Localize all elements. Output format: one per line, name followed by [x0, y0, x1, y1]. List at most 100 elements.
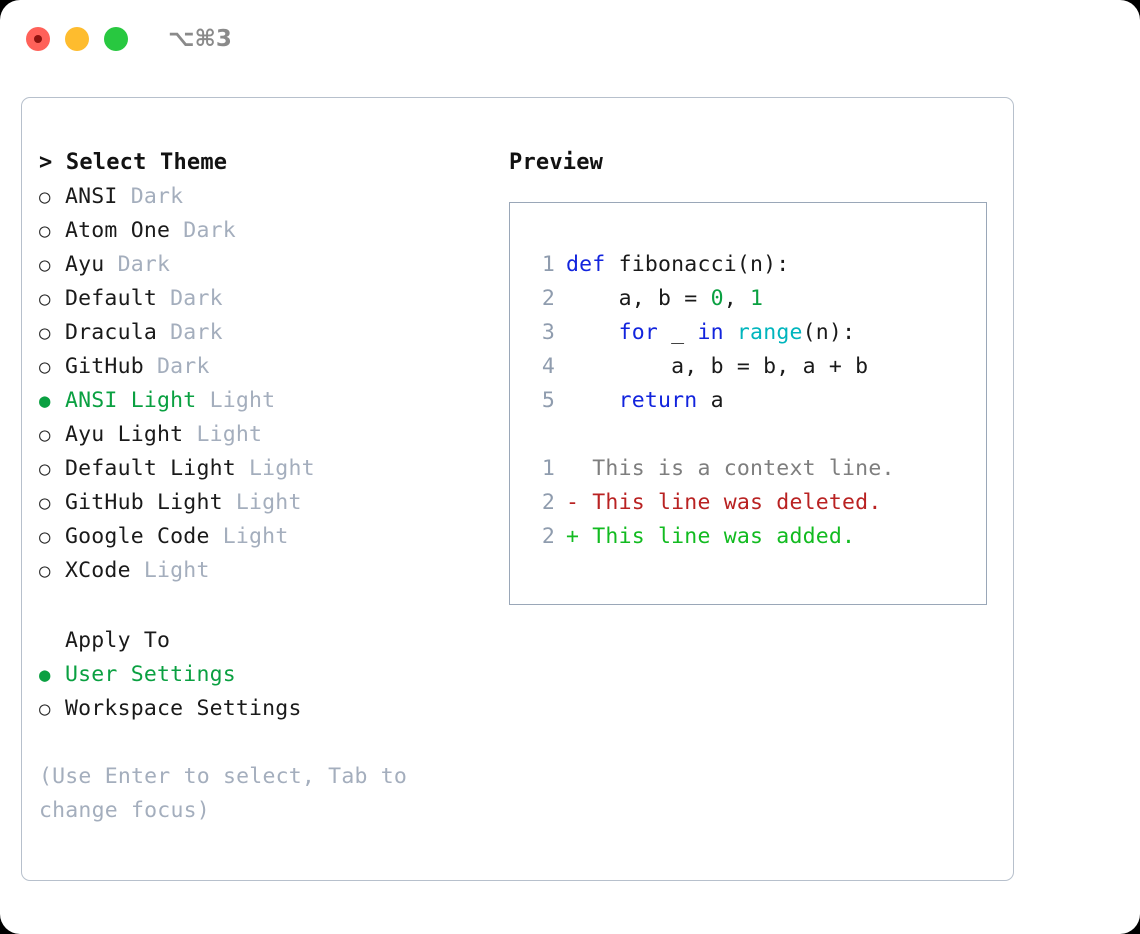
select-theme-heading: > Select Theme	[39, 150, 228, 175]
code-token: 0	[710, 286, 724, 311]
radio-unselected-icon: ○	[39, 526, 51, 548]
code-token: a, b =	[566, 286, 711, 311]
theme-option-7[interactable]: ○Ayu Light Light	[39, 418, 492, 452]
diff-sample: 1 This is a context line. 2 - This line wa…	[529, 452, 986, 554]
radio-unselected-icon: ○	[39, 186, 51, 208]
line-number: 2	[541, 286, 555, 311]
theme-option-11[interactable]: ○ XCode Light	[39, 554, 492, 588]
code-text: a, b = 0, 1	[566, 282, 763, 316]
apply-to-option-0[interactable]: ●User Settings	[39, 658, 492, 692]
code-token: fibonacci(n):	[618, 252, 790, 277]
code-line-2: 3 for _ in range(n):	[529, 316, 986, 350]
theme-option-3[interactable]: ○Default Dark	[39, 282, 492, 316]
line-number: 5	[541, 388, 555, 413]
code-line-1: 2 a, b = 0, 1	[529, 282, 986, 316]
theme-option-9[interactable]: ○ GitHub Light Light	[39, 486, 492, 520]
theme-option-label: GitHub	[65, 354, 144, 379]
keyboard-hint-text: (Use Enter to select, Tab to change focu…	[39, 764, 408, 823]
code-text: return a	[566, 384, 724, 418]
theme-option-label: ANSI	[65, 184, 118, 209]
line-number: 4	[541, 354, 555, 379]
theme-option-variant: Light	[209, 524, 289, 549]
diff-line-1: 2 - This line was deleted.	[529, 486, 986, 520]
preview-heading: Preview	[509, 150, 604, 175]
radio-unselected-icon: ○	[39, 356, 51, 378]
code-token	[724, 320, 737, 345]
code-token: a, b = b, a + b	[566, 354, 869, 379]
theme-option-6[interactable]: ● ANSI Light Light	[39, 384, 492, 418]
code-token: range	[736, 320, 803, 345]
theme-option-4[interactable]: ○ Dracula Dark	[39, 316, 492, 350]
theme-option-2[interactable]: ○Ayu Dark	[39, 248, 492, 282]
close-icon	[34, 35, 42, 43]
theme-option-label: Default Light	[65, 456, 236, 481]
line-number: 3	[541, 320, 555, 345]
theme-option-variant: Light	[235, 456, 315, 481]
theme-option-label: XCode	[65, 558, 131, 583]
radio-unselected-icon: ○	[39, 458, 51, 480]
code-token: in	[697, 320, 724, 345]
theme-selector-pane: > Select Theme ○ANSI Dark○Atom One Dark○…	[22, 98, 492, 880]
theme-option-variant: Dark	[157, 320, 223, 345]
theme-option-variant: Light	[130, 558, 210, 583]
theme-option-1[interactable]: ○ Atom One Dark	[39, 214, 492, 248]
diff-text-added: + This line was added.	[566, 524, 856, 549]
code-token	[566, 320, 619, 345]
code-token: return	[618, 388, 698, 413]
theme-option-label: Dracula	[65, 320, 158, 345]
theme-option-label: Ayu	[65, 252, 105, 277]
minimize-button[interactable]	[65, 27, 89, 51]
apply-to-option-list[interactable]: ●User Settings○Workspace Settings	[39, 658, 492, 726]
radio-selected-icon: ●	[39, 390, 51, 412]
theme-option-variant: Light	[222, 490, 302, 515]
code-token: 1	[750, 286, 764, 311]
code-text: a, b = b, a + b	[566, 350, 868, 384]
code-token: ,	[723, 286, 751, 311]
theme-option-5[interactable]: ○ GitHub Dark	[39, 350, 492, 384]
theme-option-list[interactable]: ○ANSI Dark○Atom One Dark○Ayu Dark○Defaul…	[39, 180, 492, 588]
theme-option-variant: Dark	[104, 252, 171, 277]
code-line-3: 4 a, b = b, a + b	[529, 350, 986, 384]
radio-unselected-icon: ○	[39, 492, 51, 514]
window-controls	[26, 27, 128, 51]
theme-option-label: Default	[65, 286, 158, 311]
theme-option-8[interactable]: ○ Default Light Light	[39, 452, 492, 486]
apply-to-option-label: Workspace Settings	[65, 696, 302, 721]
theme-option-variant: Light	[196, 388, 276, 413]
apply-to-heading: Apply To	[65, 628, 171, 653]
code-line-4: 5 return a	[529, 384, 986, 418]
theme-option-label: ANSI Light	[65, 388, 197, 413]
line-number: 2	[541, 490, 555, 515]
close-button[interactable]	[26, 27, 50, 51]
diff-text-context: This is a context line.	[566, 456, 895, 481]
apply-to-option-label: User Settings	[65, 662, 236, 687]
theme-option-label: Atom One	[65, 218, 171, 243]
theme-option-10[interactable]: ○Google Code Light	[39, 520, 492, 554]
code-text: def fibonacci(n):	[566, 248, 789, 282]
theme-option-variant: Dark	[117, 184, 184, 209]
radio-unselected-icon: ○	[39, 288, 51, 310]
radio-unselected-icon: ○	[39, 322, 51, 344]
radio-unselected-icon: ○	[39, 220, 51, 242]
radio-unselected-icon: ○	[39, 560, 51, 582]
theme-option-variant: Dark	[143, 354, 210, 379]
code-token: (n):	[802, 320, 856, 345]
keyboard-shortcut-label: ⌥⌘3	[168, 26, 232, 52]
code-token: for	[618, 320, 659, 345]
code-token	[566, 388, 619, 413]
zoom-button[interactable]	[104, 27, 128, 51]
apply-to-option-1[interactable]: ○Workspace Settings	[39, 692, 492, 726]
radio-unselected-icon: ○	[39, 424, 51, 446]
diff-line-0: 1 This is a context line.	[529, 452, 986, 486]
line-number: 1	[541, 456, 555, 481]
theme-option-variant: Light	[183, 422, 263, 447]
line-number: 2	[541, 524, 555, 549]
theme-option-variant: Dark	[170, 218, 236, 243]
diff-text-removed: - This line was deleted.	[566, 490, 882, 515]
theme-option-0[interactable]: ○ ANSI Dark	[39, 180, 492, 214]
theme-option-label: GitHub Light	[65, 490, 223, 515]
main-card: > Select Theme ○ANSI Dark○Atom One Dark○…	[21, 97, 1014, 881]
